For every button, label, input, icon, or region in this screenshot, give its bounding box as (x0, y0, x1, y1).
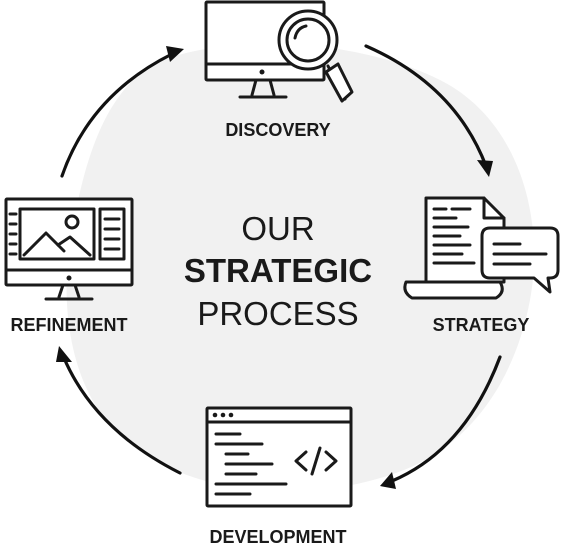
center-title: OUR STRATEGIC PROCESS (184, 210, 372, 332)
cycle-arrows (56, 44, 502, 489)
stage-label-development: DEVELOPMENT (209, 527, 346, 547)
arrowhead-refinement (56, 346, 72, 362)
center-title-line2: STRATEGIC (184, 252, 372, 289)
monitor-image-editor-icon (4, 197, 134, 301)
arrow-refinement-to-discovery (60, 52, 174, 178)
document-chat-icon (403, 196, 560, 300)
arrowhead-development (380, 472, 396, 489)
arrow-discovery-to-strategy (364, 44, 488, 168)
monitor-magnifier-icon (204, 0, 354, 103)
background-blob (66, 43, 535, 492)
arrow-strategy-to-development (390, 355, 502, 483)
center-title-line1: OUR (241, 210, 314, 247)
arrow-development-to-refinement (62, 356, 182, 475)
code-window-icon (205, 406, 353, 508)
center-title-line3: PROCESS (197, 295, 358, 332)
arrowhead-discovery (166, 46, 184, 62)
arrowhead-strategy (477, 160, 493, 177)
stage-label-strategy: STRATEGY (433, 315, 530, 335)
stage-label-refinement: REFINEMENT (11, 315, 128, 335)
stage-label-discovery: DISCOVERY (225, 120, 330, 140)
